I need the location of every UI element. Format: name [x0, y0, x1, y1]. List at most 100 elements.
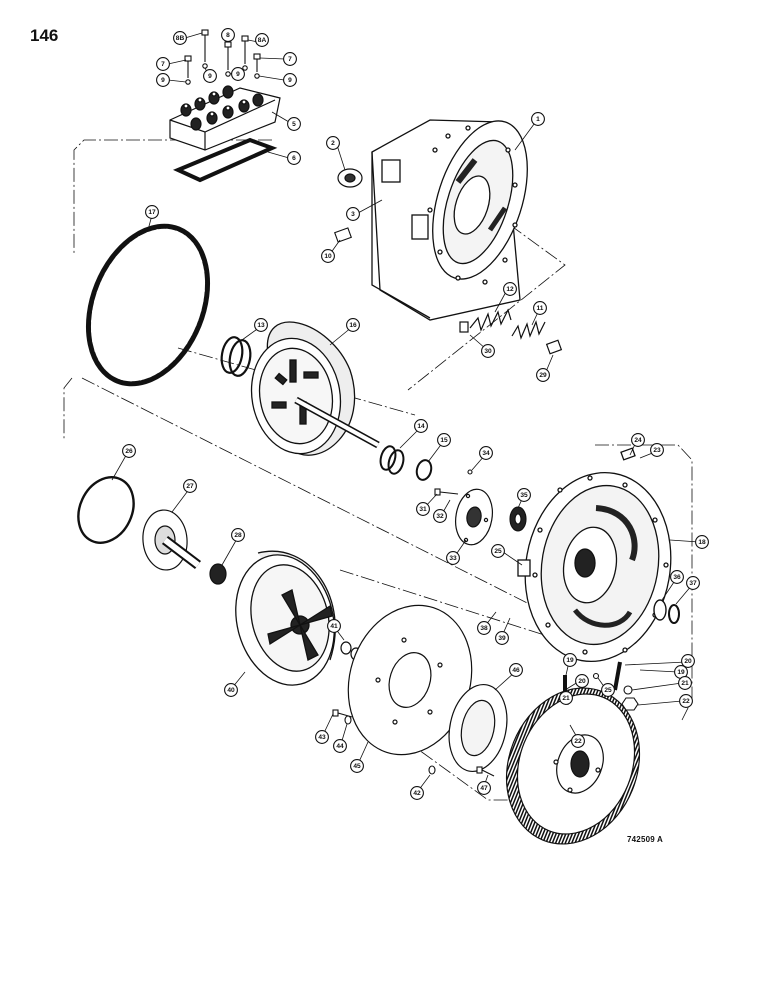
converter-seals — [653, 599, 680, 624]
callout-label: 15 — [440, 437, 448, 444]
callout-label: 43 — [318, 734, 326, 741]
callout-22a: 22 — [571, 734, 585, 748]
callout-12: 12 — [503, 282, 517, 296]
callout-36: 36 — [670, 570, 684, 584]
callout-5: 5 — [287, 117, 301, 131]
housing-gasket — [85, 223, 211, 387]
callout-42: 42 — [410, 786, 424, 800]
callout-21a: 21 — [559, 691, 573, 705]
callout-label: 29 — [539, 372, 547, 379]
callout-16: 16 — [346, 318, 360, 332]
callout-21b: 21 — [678, 676, 692, 690]
callout-label: 33 — [449, 555, 457, 562]
callout-3: 3 — [346, 207, 360, 221]
callout-label: 19 — [566, 657, 574, 664]
callout-label: 13 — [257, 322, 265, 329]
callout-label: 9 — [161, 77, 165, 84]
callout-label: 6 — [292, 155, 296, 162]
callout-label: 34 — [482, 450, 490, 457]
callout-label: 44 — [336, 743, 344, 750]
callout-label: 23 — [653, 447, 661, 454]
callout-40: 40 — [224, 683, 238, 697]
callout-label: 21 — [562, 695, 570, 702]
callout-30: 30 — [481, 344, 495, 358]
callout-28: 28 — [231, 528, 245, 542]
callout-9d: 9 — [283, 73, 297, 87]
callout-8a: 8A — [255, 33, 269, 47]
callout-26: 26 — [122, 444, 136, 458]
callout-label: 41 — [330, 623, 338, 630]
callout-14: 14 — [414, 419, 428, 433]
seal-rings — [220, 336, 252, 377]
callout-20a: 20 — [575, 674, 589, 688]
callout-label: 46 — [512, 667, 520, 674]
callout-45: 45 — [350, 759, 364, 773]
callout-10: 10 — [321, 249, 335, 263]
callout-9b: 9 — [203, 69, 217, 83]
callout-11: 11 — [533, 301, 547, 315]
callout-39: 39 — [495, 631, 509, 645]
callout-13: 13 — [254, 318, 268, 332]
callout-29: 29 — [536, 368, 550, 382]
callout-label: 3 — [351, 211, 355, 218]
callout-38: 38 — [477, 621, 491, 635]
turbine — [235, 550, 336, 686]
callout-label: 35 — [520, 492, 528, 499]
shaft-rings — [379, 445, 433, 481]
callout-1: 1 — [531, 112, 545, 126]
converter-housing — [517, 447, 672, 663]
o-ring — [77, 476, 135, 544]
callout-label: 19 — [677, 669, 685, 676]
callout-label: 24 — [634, 437, 642, 444]
fitting — [334, 227, 352, 243]
callout-25a: 25 — [491, 544, 505, 558]
callout-33: 33 — [446, 551, 460, 565]
callout-label: 1 — [536, 116, 540, 123]
callout-label: 17 — [148, 209, 156, 216]
callout-label: 16 — [349, 322, 357, 329]
callout-7b: 7 — [283, 52, 297, 66]
callout-27: 27 — [183, 479, 197, 493]
callout-6: 6 — [287, 151, 301, 165]
callout-label: 18 — [698, 539, 706, 546]
valve-body — [169, 85, 281, 151]
callout-22b: 22 — [679, 694, 693, 708]
stator-support — [142, 509, 227, 585]
callout-label: 25 — [494, 548, 502, 555]
callout-label: 22 — [574, 738, 582, 745]
valve-body-gasket — [172, 137, 278, 183]
callout-17: 17 — [145, 205, 159, 219]
callout-label: 36 — [673, 574, 681, 581]
callout-label: 12 — [506, 286, 514, 293]
callout-label: 32 — [436, 513, 444, 520]
callout-label: 7 — [288, 56, 292, 63]
callout-18: 18 — [695, 535, 709, 549]
callout-label: 22 — [682, 698, 690, 705]
callout-label: 28 — [234, 532, 242, 539]
flex-plate-bolts — [332, 709, 495, 777]
callout-label: 8 — [226, 32, 230, 39]
callout-9a: 9 — [156, 73, 170, 87]
callout-label: 21 — [681, 680, 689, 687]
callout-9c: 9 — [231, 67, 245, 81]
callout-label: 39 — [498, 635, 506, 642]
callout-label: 47 — [480, 785, 488, 792]
callout-label: 38 — [480, 625, 488, 632]
callout-23: 23 — [650, 443, 664, 457]
transmission-housing — [371, 119, 528, 321]
callout-24: 24 — [631, 433, 645, 447]
callout-label: 26 — [125, 448, 133, 455]
callout-43: 43 — [315, 730, 329, 744]
callout-2: 2 — [326, 136, 340, 150]
callout-label: 14 — [417, 423, 425, 430]
callout-20b: 20 — [681, 654, 695, 668]
callout-label: 42 — [413, 790, 421, 797]
page-number: 146 — [30, 26, 59, 45]
callout-label: 8A — [258, 37, 267, 44]
callout-8b: 8B — [173, 31, 187, 45]
callout-label: 9 — [236, 71, 240, 78]
callout-label: 45 — [353, 763, 361, 770]
callout-47: 47 — [477, 781, 491, 795]
bearing — [337, 168, 363, 188]
